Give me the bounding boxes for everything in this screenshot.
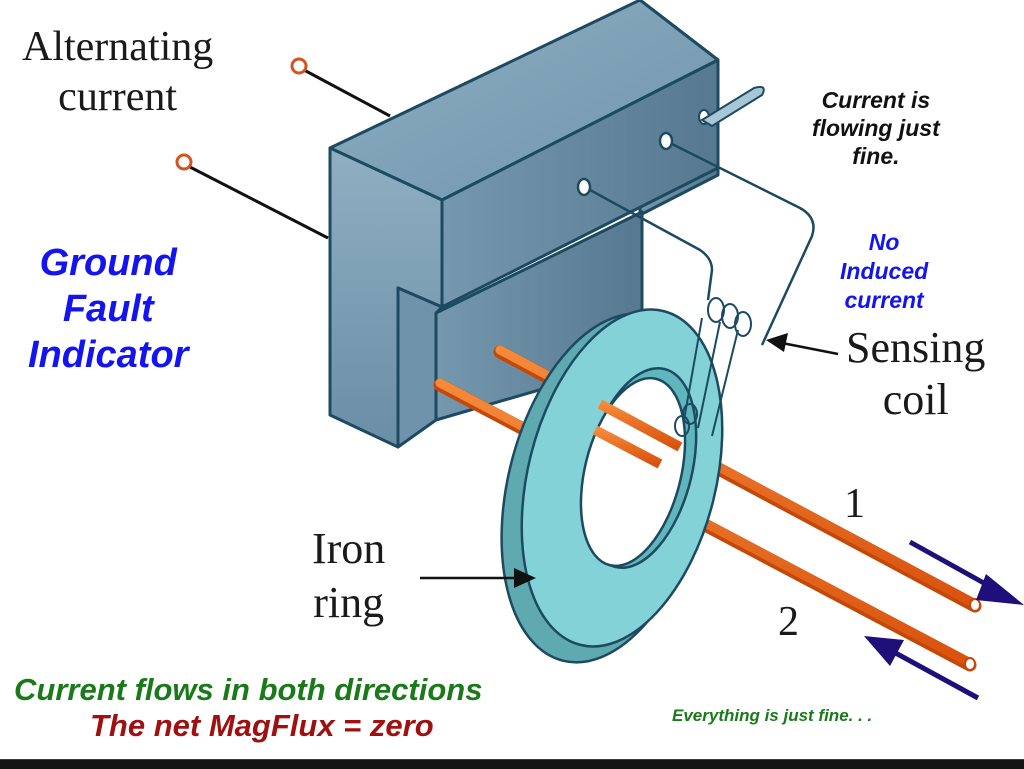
flow-direction-arrow-icon [908, 539, 1024, 605]
wire-2-label: 2 [778, 599, 799, 645]
no-induced-current-note: No Induced current [840, 229, 929, 313]
wire-1-label: 1 [844, 481, 865, 527]
ground-fault-indicator-title: Ground Fault Indicator [28, 242, 189, 376]
iron-ring [500, 308, 724, 664]
terminal-circle-icon [290, 57, 308, 75]
sensing-coil [674, 297, 752, 437]
sensing-coil-leads [589, 142, 815, 346]
flow-direction-arrow-icon [864, 636, 980, 701]
everything-fine-caption: Everything is just fine. . . [672, 706, 873, 725]
terminal-circle-icon [175, 153, 193, 171]
ac-lead-bottom [175, 153, 329, 240]
wire-through-ring [592, 399, 683, 469]
ac-lead-top [290, 57, 391, 118]
net-magflux-caption: The net MagFlux = zero [90, 708, 434, 743]
iron-ring-pointer [420, 568, 536, 588]
toggle-switch-icon [700, 85, 765, 128]
iron-ring-label: Iron ring [312, 524, 386, 627]
alternating-current-label: Alternating current [22, 24, 214, 120]
both-directions-caption: Current flows in both directions [14, 672, 483, 707]
sensing-coil-pointer [766, 333, 839, 356]
bottom-bar [0, 759, 1024, 769]
current-flowing-note: Current is flowing just fine. [812, 87, 940, 169]
sensing-coil-label: Sensing coil [846, 323, 986, 424]
